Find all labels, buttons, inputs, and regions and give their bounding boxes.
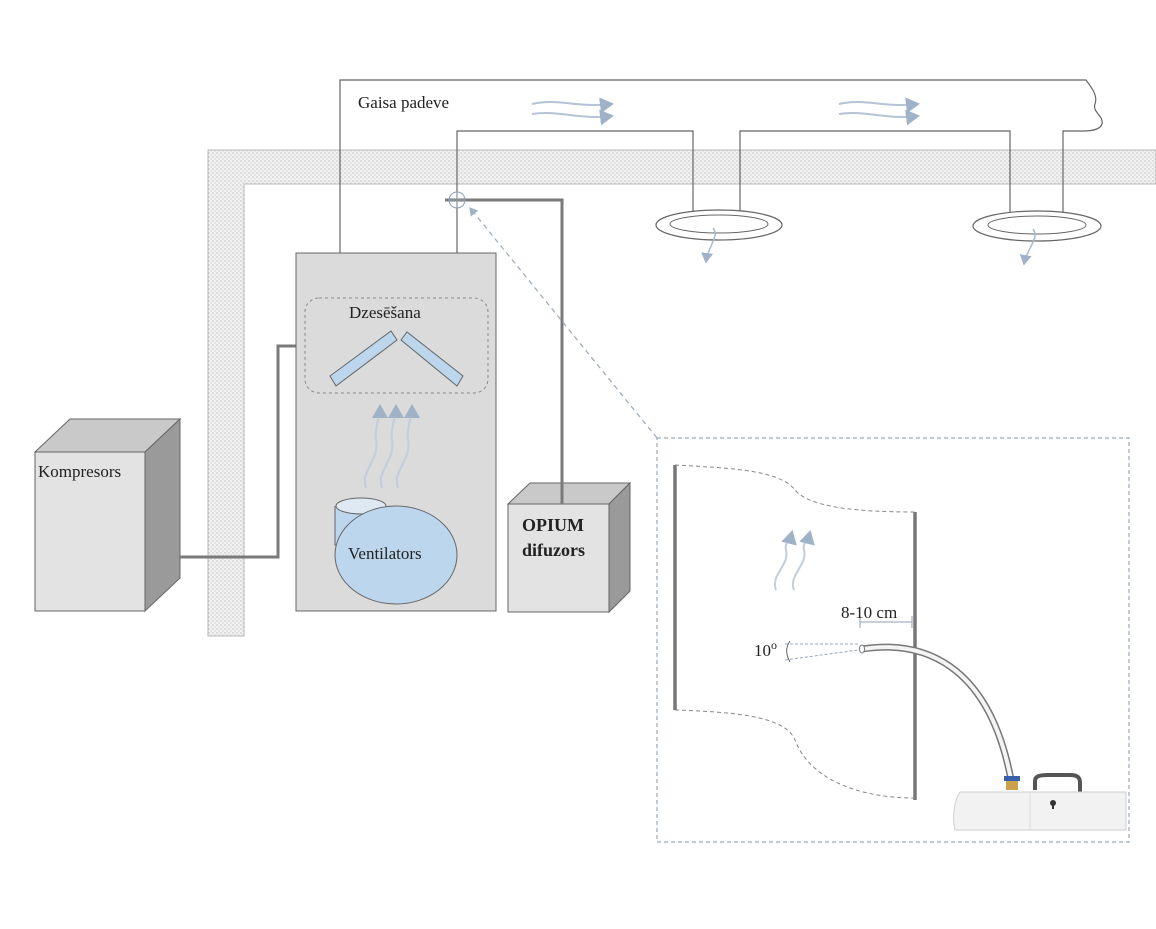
angle-spray-line [784, 649, 859, 661]
angle-label: 10o [754, 638, 777, 660]
scent-tube [445, 198, 564, 504]
angle-arc [786, 640, 791, 663]
cooling-section [304, 297, 489, 394]
distance-label: 8-10 cm [841, 603, 897, 622]
cooling-label: Dzesēšana [349, 303, 421, 322]
building-wall [207, 149, 1156, 637]
diffuser-label-line1: OPIUM [522, 515, 584, 535]
detail-airflow-arrows [773, 530, 815, 591]
air-supply-label: Gaisa padeve [358, 93, 449, 112]
detail-inset [656, 437, 1130, 843]
detail-duct-edge-bottom [674, 709, 916, 799]
detail-pointer-line [469, 207, 658, 439]
nozzle-tip [859, 644, 865, 654]
compressor-unit [33, 417, 182, 613]
compressor-label: Kompresors [38, 462, 121, 481]
ceiling-diffuser-1 [655, 209, 783, 264]
cooling-coil [329, 330, 464, 387]
detail-diffuser-device [953, 773, 1127, 831]
duct-airflow-arrows [531, 97, 920, 126]
fan [334, 497, 458, 605]
ceiling-diffuser-2 [972, 210, 1102, 266]
opium-diffuser-unit [506, 481, 632, 614]
fan-label: Ventilators [348, 544, 422, 563]
unit-airflow-arrows [363, 404, 420, 489]
diffuser-label-line2: difuzors [522, 540, 585, 560]
